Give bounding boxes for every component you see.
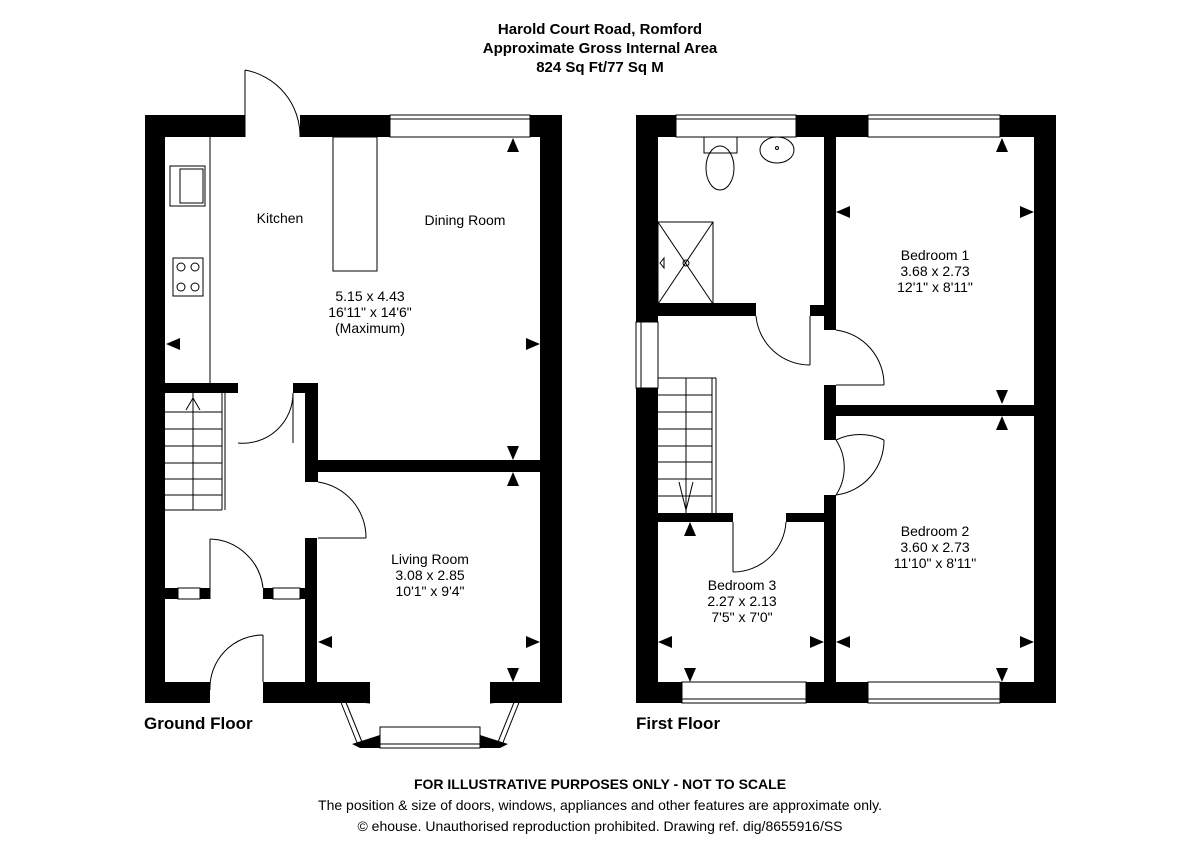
ground-floor-label: Ground Floor — [144, 714, 253, 733]
room-metric: 2.27 x 2.13 — [707, 593, 777, 609]
first-floor-walls — [636, 115, 1056, 703]
first-floor-label: First Floor — [636, 714, 721, 733]
area-value: 824 Sq Ft/77 Sq M — [536, 59, 664, 76]
room-metric: 3.08 x 2.85 — [395, 567, 465, 583]
approximation-note: The position & size of doors, windows, a… — [318, 797, 882, 813]
room-name: Bedroom 1 — [900, 247, 970, 263]
bedroom3-label: Bedroom 3 2.27 x 2.13 7'5" x 7'0" — [672, 577, 812, 625]
first-floor-fixtures — [635, 114, 1001, 704]
disclaimer: FOR ILLUSTRATIVE PURPOSES ONLY - NOT TO … — [413, 776, 787, 792]
room-name: Bedroom 3 — [707, 577, 777, 593]
copyright-notice: © ehouse. Unauthorised reproduction proh… — [357, 818, 843, 834]
bedroom1-label: Bedroom 1 3.68 x 2.73 12'1" x 8'11" — [865, 247, 1005, 295]
room-imperial: 10'1" x 9'4" — [395, 583, 465, 599]
room-name: Bedroom 2 — [900, 523, 970, 539]
living-room-label: Living Room 3.08 x 2.85 10'1" x 9'4" — [360, 551, 500, 599]
dims-metric: 5.15 x 4.43 — [335, 288, 405, 304]
dimension-arrows — [166, 138, 1034, 682]
bedroom2-label: Bedroom 2 3.60 x 2.73 11'10" x 8'11" — [865, 523, 1005, 571]
ground-floor-walls — [145, 115, 562, 748]
dining-room-label: Dining Room — [424, 212, 506, 228]
room-imperial: 7'5" x 7'0" — [711, 609, 773, 625]
room-metric: 3.60 x 2.73 — [900, 539, 970, 555]
kitchen-dining-dimensions: 5.15 x 4.43 16'11" x 14'6" (Maximum) — [300, 288, 440, 336]
area-label: Approximate Gross Internal Area — [482, 40, 718, 57]
room-name: Living Room — [391, 551, 469, 567]
plan-address: Harold Court Road, Romford — [497, 21, 703, 38]
ground-floor-fixtures — [165, 69, 531, 749]
dims-imperial: 16'11" x 14'6" — [328, 304, 412, 320]
kitchen-label: Kitchen — [256, 210, 304, 226]
room-imperial: 12'1" x 8'11" — [897, 279, 973, 295]
dims-note: (Maximum) — [335, 320, 405, 336]
room-imperial: 11'10" x 8'11" — [893, 555, 977, 571]
room-metric: 3.68 x 2.73 — [900, 263, 970, 279]
